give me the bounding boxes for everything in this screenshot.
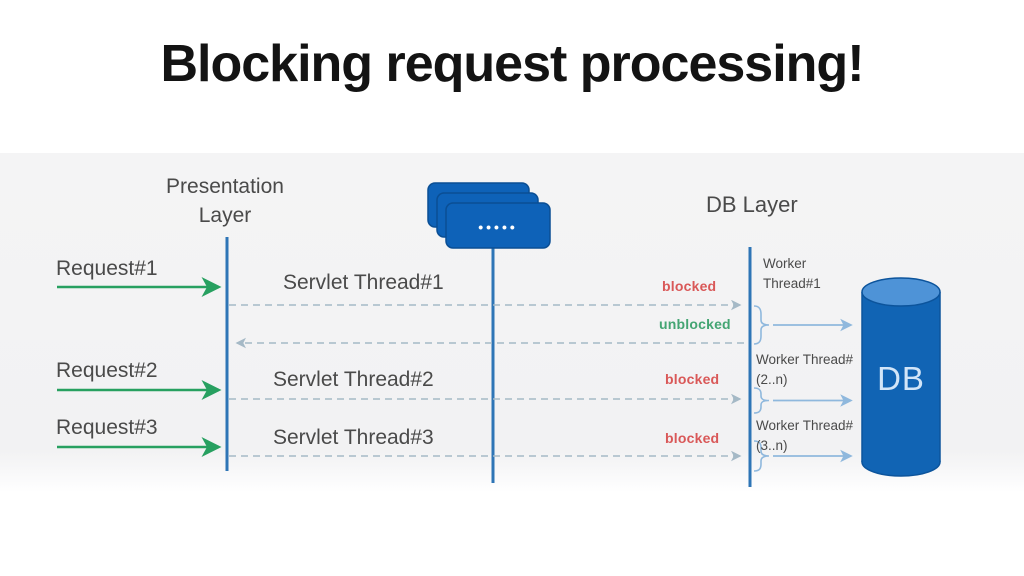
servlet-thread3-label: Servlet Thread#3 bbox=[273, 426, 434, 449]
thread2-blocked-badge: blocked bbox=[665, 371, 720, 387]
request3-label: Request#3 bbox=[56, 416, 158, 439]
worker-thread3-label: Worker Thread# (3..n) bbox=[756, 418, 854, 454]
worker-thread2-label: Worker Thread# (2..n) bbox=[756, 352, 854, 388]
request2-label: Request#2 bbox=[56, 359, 158, 382]
thread-pool-stack-icon bbox=[427, 182, 551, 249]
servlet-thread2-label: Servlet Thread#2 bbox=[273, 368, 434, 391]
worker1-brace-icon bbox=[753, 305, 770, 345]
request1-label: Request#1 bbox=[56, 257, 158, 280]
db-layer-label: DB Layer bbox=[706, 192, 798, 217]
thread3-blocked-badge: blocked bbox=[665, 430, 720, 446]
slide-title: Blocking request processing! bbox=[160, 35, 864, 93]
worker-thread1-label: Worker Thread#1 bbox=[763, 256, 821, 292]
worker3-brace-icon bbox=[753, 440, 770, 472]
thread-pool-dots: ••••• bbox=[478, 219, 518, 235]
db-cylinder-icon bbox=[861, 277, 941, 477]
worker2-brace-icon bbox=[753, 387, 770, 414]
thread1-unblocked-badge: unblocked bbox=[659, 316, 731, 332]
servlet-thread1-label: Servlet Thread#1 bbox=[283, 271, 444, 294]
db-label: DB bbox=[877, 360, 925, 397]
presentation-layer-label: Presentation Layer bbox=[166, 175, 284, 228]
thread1-blocked-badge: blocked bbox=[662, 278, 717, 294]
